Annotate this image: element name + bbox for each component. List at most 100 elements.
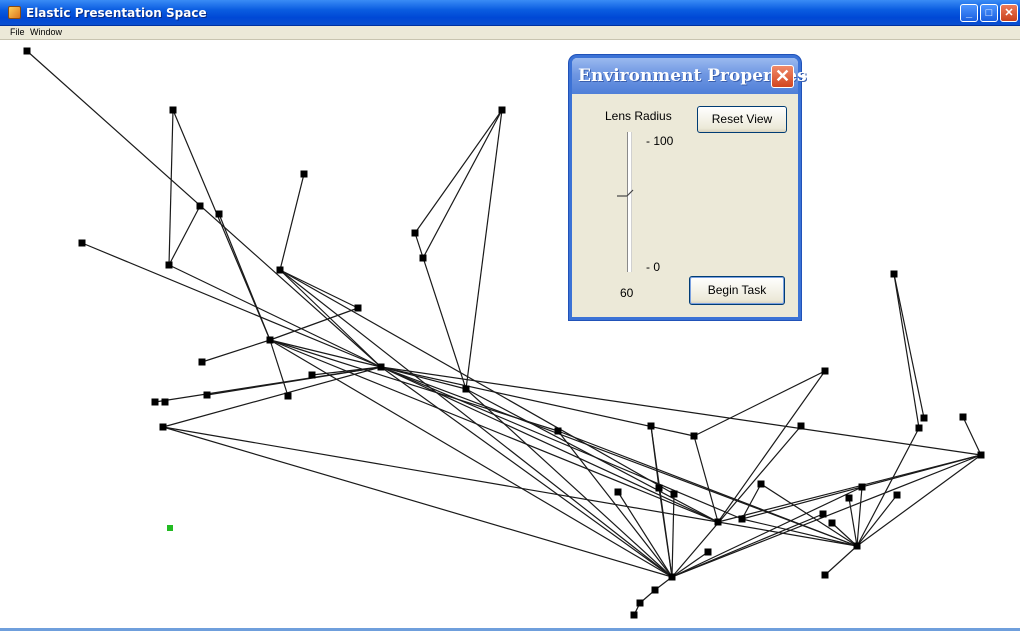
graph-edge [893,273,925,419]
graph-node[interactable] [704,548,712,556]
graph-edge [671,551,709,578]
graph-node[interactable] [821,571,829,579]
graph-node[interactable] [196,202,204,210]
graph-node[interactable] [647,422,655,430]
graph-edge [557,430,673,578]
lens-cursor-marker[interactable] [167,525,173,531]
graph-node[interactable] [203,391,211,399]
graph-node[interactable] [159,423,167,431]
graph-node[interactable] [655,484,663,492]
graph-node[interactable] [828,519,836,527]
graph-node[interactable] [858,483,866,491]
graph-edge [218,213,271,341]
window-titlebar: Elastic Presentation Space _ □ ✕ [0,0,1020,26]
graph-node[interactable] [890,270,898,278]
graph-node[interactable] [915,424,923,432]
graph-node[interactable] [161,398,169,406]
graph-edge [856,494,898,547]
graph-edge [962,416,982,456]
graph-edge [893,273,920,429]
graph-node[interactable] [165,261,173,269]
graph-node[interactable] [419,254,427,262]
menu-window[interactable]: Window [30,27,63,37]
begin-task-button[interactable]: Begin Task [689,276,785,305]
graph-edge [693,370,826,437]
graph-edge [422,109,503,259]
graph-edge [380,366,743,520]
graph-node[interactable] [668,573,676,581]
graph-node[interactable] [893,491,901,499]
slider-thumb[interactable] [617,188,641,198]
graph-node[interactable] [977,451,985,459]
graph-node[interactable] [498,106,506,114]
graph-node[interactable] [411,229,419,237]
app-icon [8,6,21,19]
graph-node[interactable] [845,494,853,502]
lens-radius-label: Lens Radius [605,109,672,123]
graph-node[interactable] [23,47,31,55]
slider-max-label: - 100 [646,134,674,148]
graph-node[interactable] [151,398,159,406]
graph-edge [671,493,675,578]
graph-edge [168,205,201,266]
graph-node[interactable] [651,586,659,594]
close-icon[interactable]: ✕ [771,65,794,88]
graph-node[interactable] [308,371,316,379]
graph-node[interactable] [78,239,86,247]
graph-edge [380,366,695,437]
graph-node[interactable] [198,358,206,366]
menu-file[interactable]: File [10,27,25,37]
graph-edge [380,366,982,456]
graph-node[interactable] [284,392,292,400]
graph-node[interactable] [738,515,746,523]
graph-node[interactable] [797,422,805,430]
graph-node[interactable] [821,367,829,375]
graph-node[interactable] [757,480,765,488]
graph-edge [279,173,305,271]
graph-node[interactable] [959,413,967,421]
graph-edge [162,426,673,578]
graph-node[interactable] [354,304,362,312]
graph-node[interactable] [853,542,861,550]
graph-edge [279,269,675,495]
graph-node[interactable] [630,611,638,619]
graph-edge [172,109,271,341]
lens-radius-slider[interactable] [627,132,632,272]
slider-min-label: - 0 [646,260,661,274]
graph-node[interactable] [614,488,622,496]
close-icon[interactable]: ✕ [1000,4,1018,22]
graph-node[interactable] [300,170,308,178]
dialog-titlebar[interactable]: Environment Properties ✕ [572,58,807,94]
graph-edge [693,435,719,523]
graph-node[interactable] [714,518,722,526]
graph-edge [856,486,863,547]
graph-edge [717,521,858,547]
graph-edge [717,370,826,523]
graph-node[interactable] [215,210,223,218]
graph-node[interactable] [276,266,284,274]
graph-edge [414,109,503,234]
graph-node[interactable] [266,336,274,344]
graph-node[interactable] [819,510,827,518]
window-title: Elastic Presentation Space [26,6,207,20]
graph-edge [269,307,359,341]
graph-edge [557,430,858,547]
graph-edge [26,50,382,368]
graph-node[interactable] [690,432,698,440]
graph-node[interactable] [377,363,385,371]
graph-node[interactable] [670,490,678,498]
reset-view-button[interactable]: Reset View [697,106,787,133]
graph-node[interactable] [636,599,644,607]
minimize-icon[interactable]: _ [960,4,978,22]
graph-edge [269,339,289,397]
graph-canvas[interactable] [0,40,1020,630]
graph-node[interactable] [462,385,470,393]
graph-edge [671,425,802,578]
graph-node[interactable] [554,427,562,435]
graph-node[interactable] [920,414,928,422]
graph-edge [824,545,858,576]
graph-node[interactable] [169,106,177,114]
maximize-icon[interactable]: □ [980,4,998,22]
dialog-title: Environment Properties [578,66,807,86]
graph-edge [269,339,382,368]
